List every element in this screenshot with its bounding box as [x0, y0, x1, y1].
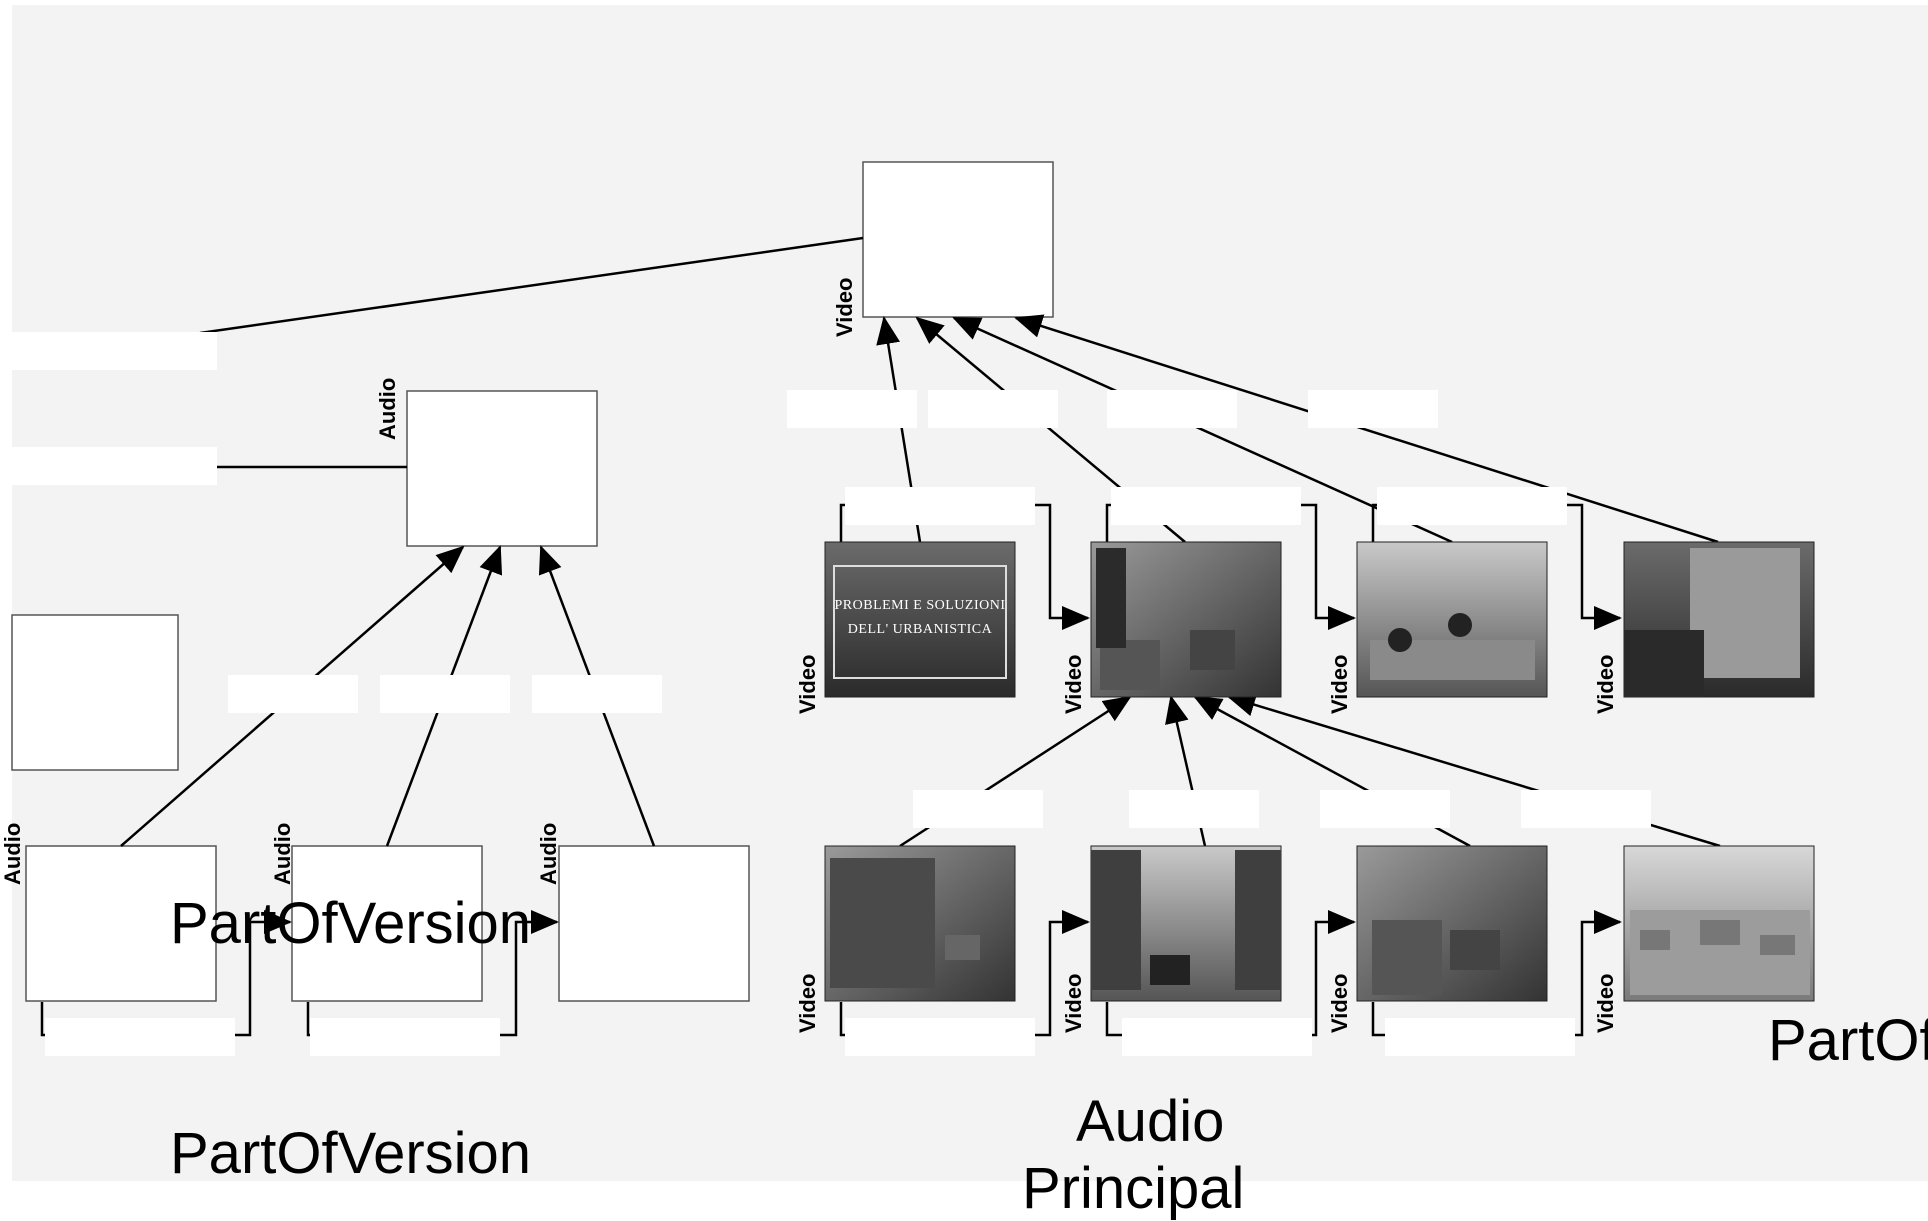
thumbnail-city-view	[1623, 845, 1815, 1002]
seq-bracket-audio-1	[40, 910, 292, 1037]
thumbnail-building	[1623, 541, 1815, 698]
part-of-caption-right: PartOf	[1768, 1008, 1928, 1073]
video-label-thumb-8: Video	[1593, 973, 1618, 1033]
seq-bracket-r1-3	[1371, 503, 1622, 630]
thumbnail-street-3	[1356, 845, 1548, 1002]
audio-principal-line-1: Audio	[1076, 1089, 1225, 1154]
audio-version-box	[406, 390, 598, 547]
audio-segment-box-1	[25, 845, 217, 1002]
video-root-box	[862, 161, 1054, 318]
audio-segment-box-3	[558, 845, 750, 1002]
part-of-version-caption: PartOfVersion	[170, 1121, 532, 1186]
thumbnail-street-2	[1090, 845, 1282, 1002]
video-label-thumb-4: Video	[1593, 654, 1618, 714]
audio-label-segment-2: Audio	[270, 822, 295, 885]
thumbnail-title-card	[824, 541, 1016, 698]
audio-label-version: Audio	[375, 377, 400, 440]
seq-bracket-r2-3	[1371, 910, 1622, 1037]
edge-thumb3-to-root	[952, 316, 1453, 544]
title-card-line-2: DELL' URBANISTICA	[847, 622, 993, 637]
thumbnail-street-1	[1090, 541, 1282, 698]
video-label-thumb-6: Video	[1061, 973, 1086, 1033]
video-label-thumb-1: Video	[795, 654, 820, 714]
seq-bracket-r1-2	[1105, 503, 1356, 630]
video-label-thumb-5: Video	[795, 973, 820, 1033]
title-card-line-1: PROBLEMI E SOLUZIONI	[834, 598, 1006, 613]
seq-bracket-r2-1	[839, 910, 1090, 1037]
part-of-version-overlay: PartOfVersion	[170, 891, 532, 956]
label-pads	[12, 332, 1651, 1056]
audio-label-segment-3: Audio	[536, 822, 561, 885]
video-label-thumb-2: Video	[1061, 654, 1086, 714]
thumbnail-bus	[824, 845, 1016, 1002]
seq-bracket-r2-2	[1105, 910, 1356, 1037]
audio-principal-line-2: Principal	[1022, 1156, 1245, 1221]
audio-left-box	[11, 614, 179, 771]
thumbnail-office	[1356, 541, 1548, 698]
edge-thumb4-to-root	[1014, 314, 1719, 544]
diagram-canvas	[11, 5, 1928, 1181]
seq-bracket-audio-2	[306, 910, 559, 1037]
video-label-thumb-7: Video	[1327, 973, 1352, 1033]
video-label-thumb-3: Video	[1327, 654, 1352, 714]
video-label-root: Video	[832, 277, 857, 337]
edge-left-to-video-root	[199, 236, 864, 335]
seq-bracket-r1-1	[839, 503, 1090, 630]
audio-label-left-edge: Audio	[0, 822, 25, 885]
